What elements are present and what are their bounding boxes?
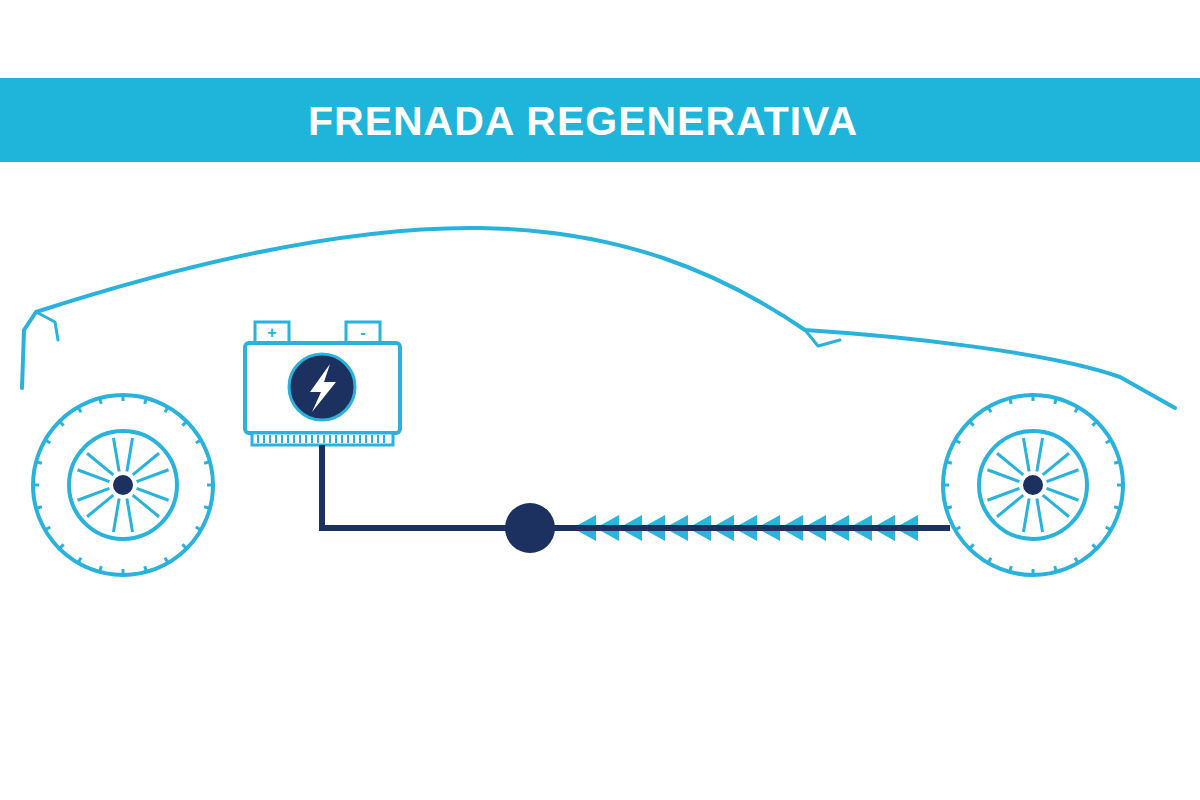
- car-outline: [22, 228, 1175, 408]
- junction-dot: [505, 503, 555, 553]
- energy-icon: [289, 354, 355, 420]
- energy-wire: [322, 445, 950, 553]
- battery-terminal: [346, 322, 380, 344]
- energy-flow-arrows: [578, 515, 918, 541]
- title: FRENADA REGENERATIVA: [308, 98, 858, 145]
- terminal-sign: +: [267, 325, 276, 341]
- wheel: [943, 395, 1123, 575]
- battery-terminal: [255, 322, 289, 344]
- battery-base: [252, 433, 393, 445]
- title-band: [0, 78, 1200, 162]
- terminal-sign: -: [360, 325, 365, 341]
- wheels: [33, 395, 1123, 575]
- battery-body: [245, 343, 400, 433]
- battery-grille: [258, 435, 384, 443]
- lightning-symbol: [310, 364, 336, 412]
- battery: [245, 322, 400, 445]
- wheel: [33, 395, 213, 575]
